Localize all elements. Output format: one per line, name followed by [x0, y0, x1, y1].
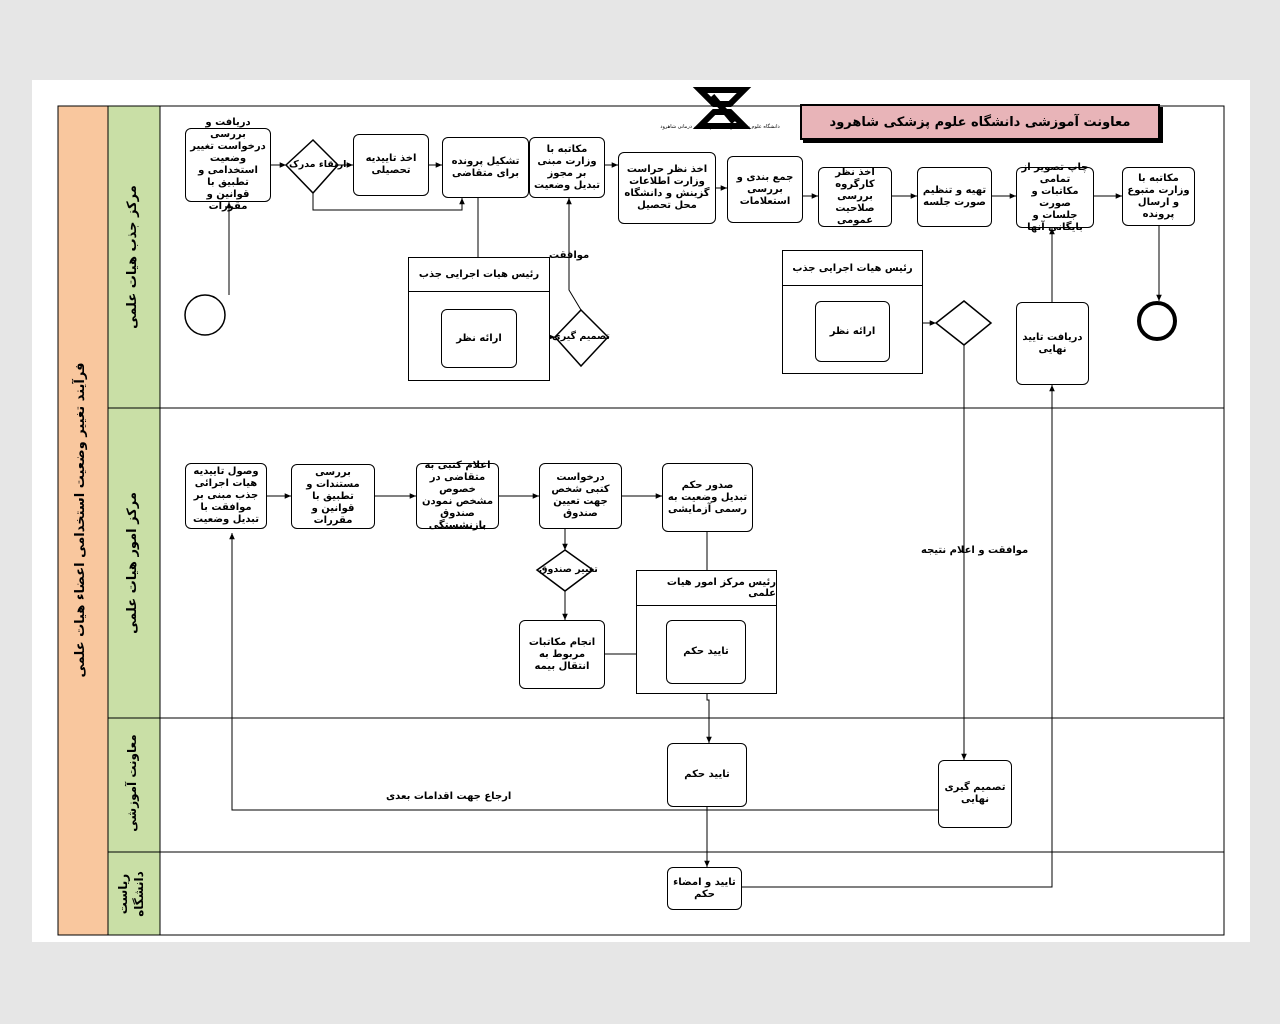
- lanes-frame: [159, 105, 1225, 936]
- lane-band-4: [107, 851, 161, 936]
- task-summarize-inquiries: جمع بندی و بررسی استعلامات: [727, 156, 803, 223]
- university-logo-icon: [692, 87, 752, 129]
- pool-title: رئیس هیات اجرایی جذب: [783, 251, 922, 286]
- flow-t23-to-t13: [742, 385, 1055, 888]
- task-committee-opinion: اخذ نظر کارگروه بررسی صلاحیت عمومی: [818, 167, 892, 227]
- gateway-label-degree-upgrade: ارتقاء مدرک: [289, 159, 347, 170]
- logo-caption: دانشگاه علوم پزشکی و خدمات بهداشتی، درما…: [660, 124, 780, 130]
- lane-label-3: معاونت آموزشی: [125, 734, 139, 832]
- task-print-archive: چاپ تصویر از تمامی مکاتبات و صورت جلسات …: [1016, 162, 1094, 233]
- lane-label-4: ریاست دانشگاه: [116, 871, 146, 917]
- flow-label-approval: موافقت: [549, 250, 590, 261]
- task-send-file-to-ministry: مکاتبه با وزارت متبوع و ارسال پرونده: [1122, 167, 1195, 226]
- task-security-opinion: اخذ نظر حراست وزارت اطلاعات گزینش و دانش…: [618, 152, 716, 224]
- pool-title: رئیس هیات اجرایی جذب: [409, 258, 549, 292]
- task-approve-decree-2: تایید حکم: [667, 743, 747, 807]
- task-check-documents: بررسی مستندات و تطبیق با قوانین و مقررات: [291, 464, 375, 529]
- flow-label-approval-result: موافقت و اعلام نتیجه: [921, 545, 1029, 556]
- task-receive-jazb-approval: وصول تاییدیه هیات اجرائی جذب مبنی بر موا…: [185, 463, 267, 529]
- flow-g2-to-t4: [566, 198, 582, 311]
- flow-g1-bypass-to-t3: [312, 193, 465, 211]
- pool-title: رئیس مرکز امور هیات علمی: [637, 571, 776, 606]
- task-education-approval: اخذ تاییدیه تحصیلی: [353, 134, 429, 196]
- task-review-request: دریافت و بررسی درخواست تغییر وضعیت استخد…: [185, 117, 271, 212]
- task-prepare-minutes: تهیه و تنظیم صورت جلسه: [917, 167, 992, 227]
- task-create-file: تشکیل پرونده برای متقاضی: [442, 137, 529, 198]
- flow-label-return: ارجاع جهت اقدامات بعدی: [386, 791, 512, 802]
- task-final-approval-received: دریافت تایید نهایی: [1016, 302, 1089, 385]
- gateway-label-fund-change: تغییر صندوق: [539, 564, 598, 575]
- lane-label-2: مرکز امور هیات علمی: [125, 492, 140, 634]
- diagram-canvas: [57, 105, 1225, 936]
- task-insurance-transfer: انجام مکاتبات مربوط به انتقال بیمه: [519, 620, 605, 689]
- task-ministry-letter: مکاتبه با وزارت مبنی بر مجوز تبدیل وضعیت: [529, 137, 605, 198]
- lane-band-2: [107, 407, 161, 719]
- task-approve-decree-1: تایید حکم: [666, 620, 746, 684]
- lane-band-3: [107, 717, 161, 853]
- task-issue-decree: صدور حکم تبدیل وضعیت به رسمی آزمایشی: [662, 463, 753, 532]
- header-title: معاونت آموزشی دانشگاه علوم پزشکی شاهرود: [800, 104, 1160, 140]
- lane-label-1: مرکز جذب هیات علمی: [125, 185, 140, 329]
- process-band: [57, 105, 109, 936]
- diagram-page: دانشگاه علوم پزشکی و خدمات بهداشتی، درما…: [32, 80, 1250, 942]
- task-announce-fund: اعلام کتبی به متقاضی در خصوص مشخص نمودن …: [416, 460, 499, 531]
- task-sign-decree: تایید و امضاء حکم: [667, 867, 742, 910]
- task-opinion-1: ارائه نظر: [441, 309, 517, 368]
- task-fund-request: درخواست کتبی شخص جهت تعیین صندوق: [539, 463, 622, 529]
- end-event: [1137, 301, 1177, 341]
- gateway-label-decision: تصمیم گیری: [552, 331, 610, 342]
- task-final-decision: تصمیم گیری نهایی: [938, 760, 1012, 828]
- start-event: [184, 294, 226, 336]
- process-title: فرآیند تغییر وضعیت استخدامی اعضاء هیات ع…: [73, 362, 88, 678]
- gateway-decision: [553, 308, 610, 368]
- gateway-final: [934, 300, 993, 346]
- lane-band-1: [107, 105, 161, 409]
- task-opinion-2: ارائه نظر: [815, 301, 890, 362]
- flow-t22-return-to-t14: [229, 533, 938, 811]
